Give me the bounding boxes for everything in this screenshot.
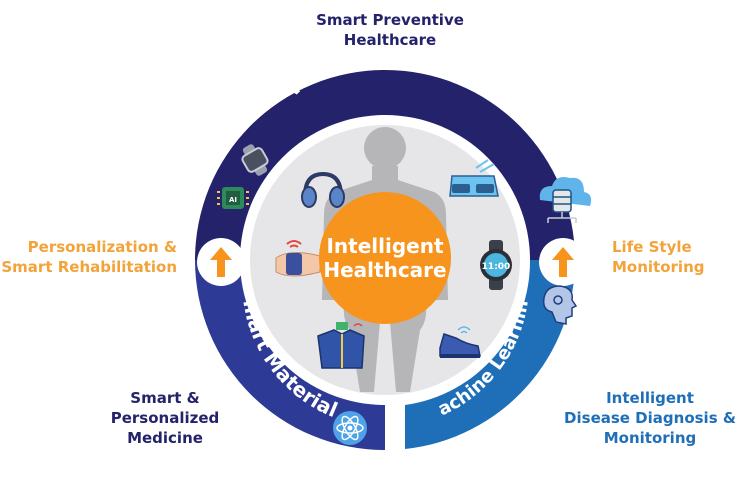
right-label-line: Life Style [612, 238, 692, 256]
smartwatch-face-icon: 11:00 [480, 240, 512, 290]
ring-divider [385, 398, 405, 458]
vr-glasses-icon [449, 159, 499, 197]
smartwatch-icon [241, 144, 269, 176]
center-title-line-1: Intelligent [326, 234, 443, 258]
ring-left-segment [195, 260, 385, 450]
bottom-right-label-line: Monitoring [603, 429, 697, 447]
atom-icon [333, 411, 367, 445]
right-arrow-badge [539, 238, 587, 286]
left-arrow-badge [197, 238, 245, 286]
ring-top-segment [195, 70, 575, 260]
right-label-line: Monitoring [612, 258, 705, 276]
bottom-right-label-line: Disease Diagnosis & [564, 409, 736, 427]
top-label: Smart Preventive Healthcare [295, 10, 485, 50]
svg-text:11:00: 11:00 [482, 262, 511, 272]
top-label-line: Healthcare [343, 31, 437, 49]
ai-chip-icon: AI [217, 187, 249, 209]
top-label-line: Smart Preventive [316, 11, 464, 29]
left-label-line: Personalization & [27, 238, 177, 256]
bottom-left-label-line: Medicine [127, 429, 203, 447]
bottom-left-label-line: Personalized [110, 409, 220, 427]
ai-head-icon [542, 285, 578, 325]
headphones-icon [301, 171, 345, 208]
svg-text:AI: AI [229, 196, 237, 204]
right-label: Life Style Monitoring [612, 237, 747, 277]
up-arrow-icon [210, 247, 232, 277]
cloud-database-icon [539, 177, 592, 223]
smart-shoe-icon [439, 326, 481, 358]
left-label-line: Smart Rehabilitation [1, 258, 177, 276]
ring-right-segment [405, 260, 575, 449]
smart-jacket-icon [317, 322, 365, 369]
bottom-right-label-line: Intelligent [606, 389, 694, 407]
center-circle [319, 192, 451, 324]
up-arrow-icon [552, 247, 574, 277]
bottom-left-label: Smart & Personalized Medicine [95, 388, 235, 448]
bottom-right-label: Intelligent Disease Diagnosis & Monitori… [555, 388, 745, 448]
left-label: Personalization & Smart Rehabilitation [0, 237, 177, 277]
center-title-line-2: Healthcare [323, 258, 446, 282]
wristband-icon [275, 240, 321, 277]
bottom-left-label-line: Smart & [130, 389, 200, 407]
